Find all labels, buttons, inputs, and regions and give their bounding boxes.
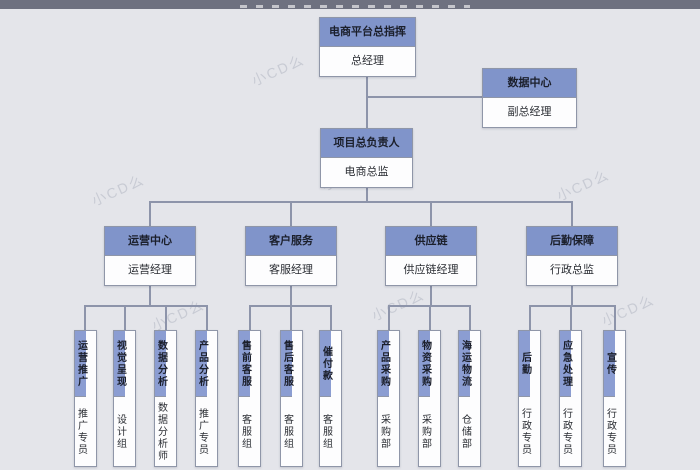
connector-line bbox=[469, 305, 471, 330]
node-title: 宣传 bbox=[604, 331, 616, 397]
node-subtitle: 客服组 bbox=[320, 414, 332, 450]
node-title: 售前客服 bbox=[239, 331, 251, 397]
node-subtitle: 行政专员 bbox=[560, 408, 572, 456]
connector-line bbox=[366, 96, 482, 98]
connector-line bbox=[530, 305, 615, 307]
node-team: 物资采购 采购部 bbox=[418, 330, 441, 467]
node-title: 产品分析 bbox=[196, 331, 208, 397]
connector-line bbox=[430, 283, 432, 306]
node-team: 产品分析 推广专员 bbox=[195, 330, 218, 467]
connector-line bbox=[85, 305, 207, 307]
watermark: 小CD么 bbox=[249, 51, 308, 89]
node-team: 应急处理 行政专员 bbox=[559, 330, 582, 467]
connector-line bbox=[571, 283, 573, 306]
connector-line bbox=[571, 201, 573, 226]
node-data-center: 数据中心 副总经理 bbox=[482, 68, 577, 128]
node-department: 供应链 供应链经理 bbox=[385, 226, 477, 286]
node-title: 物资采购 bbox=[419, 331, 431, 397]
node-title: 供应链 bbox=[386, 227, 476, 256]
cropped-title-text bbox=[240, 5, 470, 8]
connector-line bbox=[124, 305, 126, 330]
node-department: 运营中心 运营经理 bbox=[104, 226, 196, 286]
node-subtitle: 行政专员 bbox=[604, 408, 616, 456]
node-subtitle: 运营经理 bbox=[128, 264, 172, 276]
node-subtitle: 总经理 bbox=[351, 55, 384, 67]
connector-line bbox=[430, 201, 432, 226]
connector-line bbox=[290, 201, 292, 226]
node-subtitle: 行政总监 bbox=[550, 264, 594, 276]
connector-line bbox=[290, 305, 292, 330]
node-subtitle: 推广专员 bbox=[196, 408, 208, 456]
node-subtitle: 设计组 bbox=[114, 414, 126, 450]
node-team: 后勤 行政专员 bbox=[518, 330, 541, 467]
node-subtitle: 客服经理 bbox=[269, 264, 313, 276]
watermark: 小CD么 bbox=[599, 291, 658, 329]
node-department: 客户服务 客服经理 bbox=[245, 226, 337, 286]
node-title: 后勤保障 bbox=[527, 227, 617, 256]
connector-line bbox=[206, 305, 208, 330]
connector-line bbox=[366, 73, 368, 128]
node-subtitle: 仓储部 bbox=[459, 414, 471, 450]
node-team: 催付款 客服组 bbox=[319, 330, 342, 467]
node-title: 应急处理 bbox=[560, 331, 572, 397]
node-team: 产品采购 采购部 bbox=[377, 330, 400, 467]
node-subtitle: 副总经理 bbox=[507, 106, 552, 118]
connector-line bbox=[149, 201, 151, 226]
node-department: 后勤保障 行政总监 bbox=[526, 226, 618, 286]
connector-line bbox=[249, 305, 251, 330]
connector-line bbox=[84, 305, 86, 330]
connector-line bbox=[614, 305, 616, 330]
node-title: 电商平台总指挥 bbox=[320, 18, 415, 47]
node-subtitle: 采购部 bbox=[419, 414, 431, 450]
node-title: 催付款 bbox=[320, 331, 332, 397]
node-subtitle: 数据分析师 bbox=[155, 402, 167, 462]
node-team: 售后客服 客服组 bbox=[280, 330, 303, 467]
cropped-title-bar bbox=[0, 0, 700, 9]
connector-line bbox=[388, 305, 390, 330]
node-team: 数据分析 数据分析师 bbox=[154, 330, 177, 467]
connector-line bbox=[366, 183, 368, 203]
node-subtitle: 供应链经理 bbox=[403, 264, 459, 276]
node-subtitle: 行政专员 bbox=[519, 408, 531, 456]
connector-line bbox=[165, 305, 167, 330]
node-subtitle: 客服组 bbox=[281, 414, 293, 450]
node-team: 运营推广 推广专员 bbox=[74, 330, 97, 467]
connector-line bbox=[149, 283, 151, 306]
connector-line bbox=[290, 283, 292, 306]
connector-line bbox=[150, 201, 573, 203]
node-title: 海运物流 bbox=[459, 331, 471, 397]
node-title: 运营推广 bbox=[75, 331, 87, 397]
watermark: 小CD么 bbox=[89, 171, 148, 209]
node-title: 客户服务 bbox=[246, 227, 336, 256]
node-subtitle: 电商总监 bbox=[344, 166, 389, 178]
node-title: 后勤 bbox=[519, 331, 531, 397]
node-title: 售后客服 bbox=[281, 331, 293, 397]
node-title: 项目总负责人 bbox=[321, 129, 412, 158]
connector-line bbox=[529, 305, 531, 330]
node-team: 宣传 行政专员 bbox=[603, 330, 626, 467]
node-title: 产品采购 bbox=[378, 331, 390, 397]
connector-line bbox=[330, 305, 332, 330]
node-subtitle: 客服组 bbox=[239, 414, 251, 450]
node-root: 电商平台总指挥 总经理 bbox=[319, 17, 416, 77]
node-subtitle: 采购部 bbox=[378, 414, 390, 450]
connector-line bbox=[429, 305, 431, 330]
connector-line bbox=[570, 305, 572, 330]
watermark: 小CD么 bbox=[554, 166, 613, 204]
node-subtitle: 推广专员 bbox=[75, 408, 87, 456]
node-team: 视觉呈现 设计组 bbox=[113, 330, 136, 467]
node-title: 数据中心 bbox=[483, 69, 576, 98]
node-title: 数据分析 bbox=[155, 331, 167, 397]
node-title: 运营中心 bbox=[105, 227, 195, 256]
node-director: 项目总负责人 电商总监 bbox=[320, 128, 413, 188]
node-team: 售前客服 客服组 bbox=[238, 330, 261, 467]
node-title: 视觉呈现 bbox=[114, 331, 126, 397]
node-team: 海运物流 仓储部 bbox=[458, 330, 481, 467]
